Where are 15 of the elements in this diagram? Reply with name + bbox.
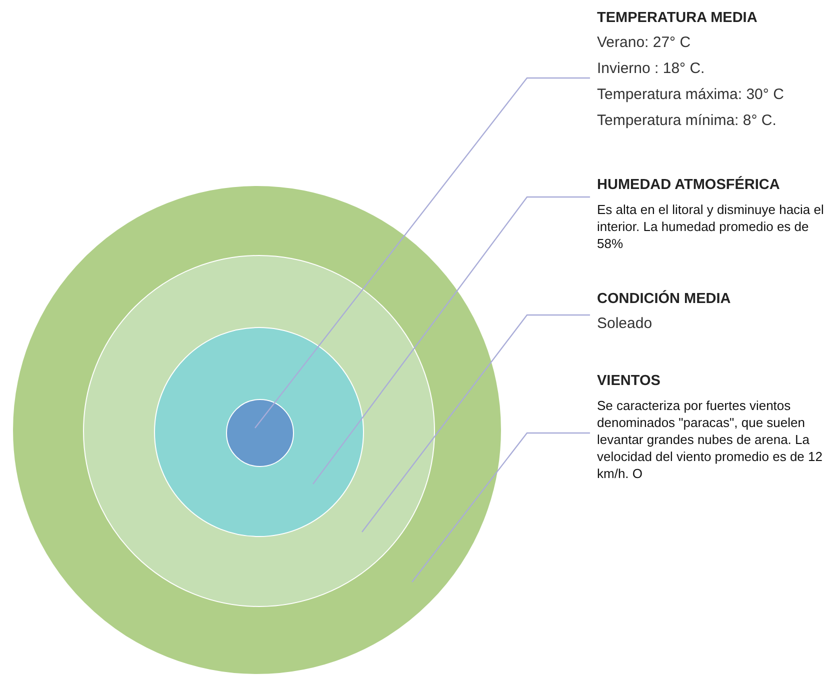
description-text: Se caracteriza por fuertes vientos denominados "paracas", que suelen levantar grandes nubes de arena. La velocidad del viento promedio es de 12 km/h. O	[597, 397, 824, 482]
section-heading: CONDICIÓN MEDIA	[597, 291, 732, 307]
section-heading: TEMPERATURA MEDIA	[597, 10, 758, 26]
detail-text: Temperatura mínima: 8° C.	[597, 112, 778, 129]
leader-line	[312, 196, 590, 484]
section-heading: VIENTOS	[597, 373, 662, 389]
leader-line	[362, 314, 590, 532]
leader-line	[412, 432, 590, 582]
detail-text: Verano: 27° C	[597, 34, 692, 51]
detail-text: Temperatura máxima: 30° C	[597, 86, 785, 103]
detail-text: Soleado	[597, 315, 654, 332]
section-heading: HUMEDAD ATMOSFÉRICA	[597, 177, 781, 193]
leader-line	[254, 77, 590, 428]
detail-text: Invierno : 18° C.	[597, 60, 706, 77]
description-text: Es alta en el litoral y disminuye hacia el interior. La humedad promedio es de 58%	[597, 201, 825, 252]
